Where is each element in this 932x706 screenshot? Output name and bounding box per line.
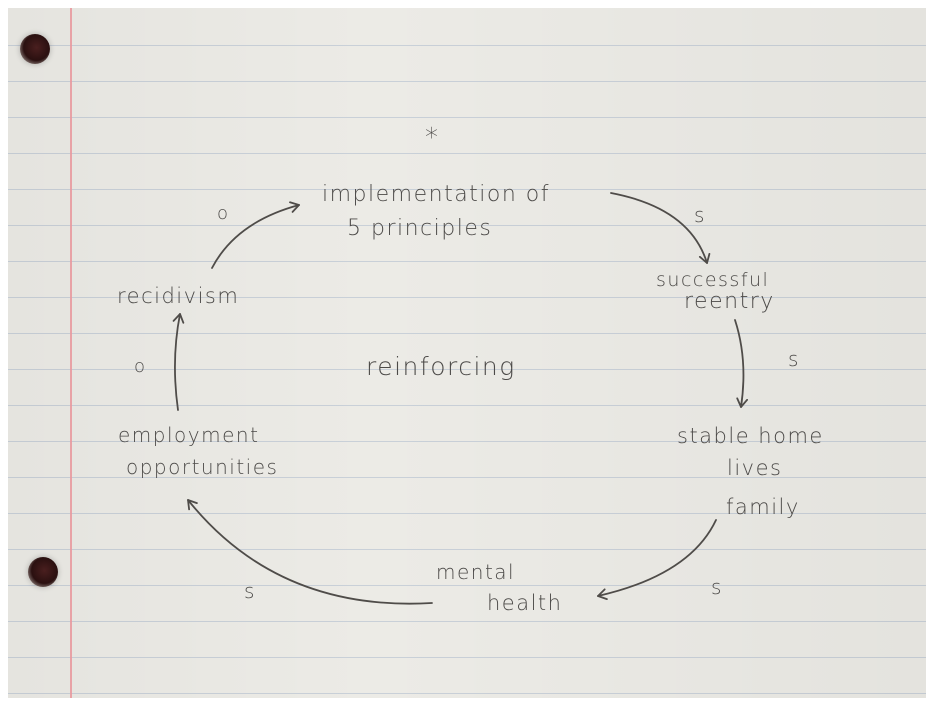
node-home-line1: stable home — [677, 424, 824, 448]
arrow-recidivism-to-implementation — [211, 201, 300, 269]
arrow-implementation-to-reentry — [610, 192, 711, 264]
punch-hole-top — [20, 34, 50, 64]
node-home-line3: family — [726, 495, 800, 519]
arrow-reentry-to-home — [734, 319, 749, 408]
photo-border-left — [0, 0, 8, 706]
polarity-implementation-to-reentry: s — [694, 203, 706, 227]
arrow-home-to-mental — [597, 519, 717, 600]
loop-type-label: reinforcing — [366, 352, 516, 381]
punch-hole-bottom — [28, 557, 58, 587]
photo-border-top — [0, 0, 932, 8]
arrow-mental-to-employment — [187, 499, 433, 605]
polarity-recidivism-to-implementation: o — [217, 203, 230, 224]
star-mark: * — [425, 123, 440, 153]
node-mental-line1: mental — [436, 560, 515, 584]
node-employment-line2: opportunities — [126, 455, 278, 479]
node-home-line2: lives — [727, 456, 782, 480]
polarity-employment-to-recidivism: o — [134, 356, 147, 377]
margin-line — [70, 0, 72, 706]
node-reentry-line1: successful — [656, 269, 769, 291]
polarity-home-to-mental: s — [711, 575, 723, 599]
photo-border-bottom — [0, 698, 932, 706]
node-implementation-line1: implementation of — [322, 182, 550, 207]
photo-border-right — [926, 0, 932, 706]
node-reentry-line2: reentry — [684, 289, 775, 314]
node-recidivism: recidivism — [117, 284, 239, 308]
node-implementation-line2: 5 principles — [347, 216, 492, 241]
arrow-employment-to-recidivism — [172, 313, 185, 411]
node-mental-line2: health — [487, 591, 562, 615]
polarity-reentry-to-home: s — [788, 347, 800, 371]
polarity-mental-to-employment: s — [244, 579, 256, 603]
node-employment-line1: employment — [118, 423, 259, 447]
